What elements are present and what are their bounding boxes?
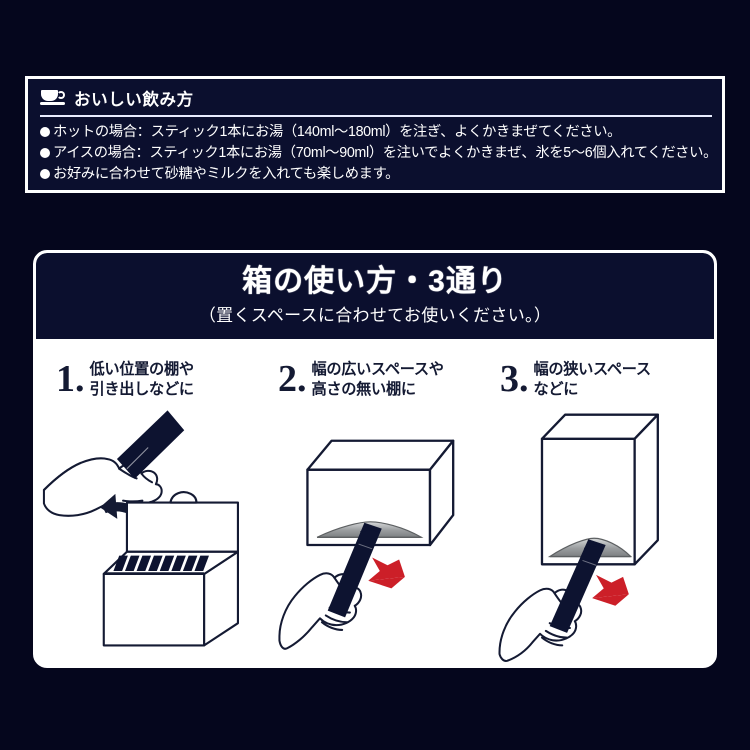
step-description-line2: などに [533, 380, 579, 398]
drinking-instructions-panel: おいしい飲み方 ホットの場合：スティック1本にお湯（140ml〜180ml）を注… [25, 76, 725, 193]
usage-step-2-heading: 2. 幅の広いスペースや 高さの無い棚に [264, 353, 486, 406]
box-usage-title: 箱の使い方・3通り [242, 264, 508, 298]
bullet-dot-icon [40, 127, 50, 137]
usage-step-2: 2. 幅の広いスペースや 高さの無い棚に [264, 353, 486, 665]
drinking-instructions-header: おいしい飲み方 [40, 86, 712, 114]
bullet-dot-icon [40, 148, 50, 159]
step-description: 低い位置の棚や 引き出しなどに [89, 360, 195, 399]
usage-step-1: 1. 低い位置の棚や 引き出しなどに [42, 353, 264, 665]
box-usage-panel: 箱の使い方・3通り （置くスペースに合わせてお使いください。） 1. 低い位置の… [33, 250, 717, 668]
step-description-line1: 幅の狭いスペース [533, 361, 652, 379]
header-divider [40, 115, 712, 117]
instruction-text: アイスの場合：スティック1本にお湯（70ml〜90ml）を注いでよくかきまぜ、氷… [53, 145, 718, 162]
instruction-text: ホットの場合：スティック1本にお湯（140ml〜180ml）を注ぎ、よくかきまぜ… [53, 124, 622, 140]
wide-box-front-slot-with-hand-pulling-stick-illustration [264, 406, 486, 665]
tall-box-front-slot-with-hand-pulling-stick-illustration [486, 406, 708, 665]
step-description: 幅の広いスペースや 高さの無い棚に [312, 360, 444, 399]
step-description-line1: 低い位置の棚や [89, 361, 195, 379]
drinking-instructions-title: おいしい飲み方 [74, 91, 194, 109]
instruction-text: お好みに合わせて砂糖やミルクを入れても楽しめます。 [53, 166, 400, 183]
coffee-cup-icon [40, 89, 66, 108]
step-description-line2: 高さの無い棚に [311, 380, 417, 398]
step-description-line1: 幅の広いスペースや [311, 361, 444, 379]
bullet-dot-icon [40, 169, 50, 180]
usage-step-3-heading: 3. 幅の狭いスペース などに [486, 353, 708, 406]
usage-step-3: 3. 幅の狭いスペース などに [486, 353, 708, 665]
step-description-line2: 引き出しなどに [89, 380, 195, 398]
box-usage-subtitle: （置くスペースに合わせてお使いください。） [198, 306, 552, 326]
instruction-bullet-hot: ホットの場合：スティック1本にお湯（140ml〜180ml）を注ぎ、よくかきまぜ… [40, 122, 712, 143]
box-usage-header: 箱の使い方・3通り （置くスペースに合わせてお使いください。） [36, 253, 714, 339]
step-number: 1. [56, 358, 85, 401]
instruction-bullet-customize: お好みに合わせて砂糖やミルクを入れても楽しめます。 [40, 164, 712, 185]
step-number: 2. [278, 358, 307, 401]
usage-step-1-heading: 1. 低い位置の棚や 引き出しなどに [42, 353, 264, 406]
step-description: 幅の狭いスペース などに [533, 360, 652, 399]
instruction-bullet-iced: アイスの場合：スティック1本にお湯（70ml〜90ml）を注いでよくかきまぜ、氷… [40, 143, 717, 164]
open-box-top-with-hand-holding-stick-illustration [42, 406, 264, 665]
box-usage-steps: 1. 低い位置の棚や 引き出しなどに [36, 339, 714, 665]
step-number: 3. [500, 358, 529, 401]
